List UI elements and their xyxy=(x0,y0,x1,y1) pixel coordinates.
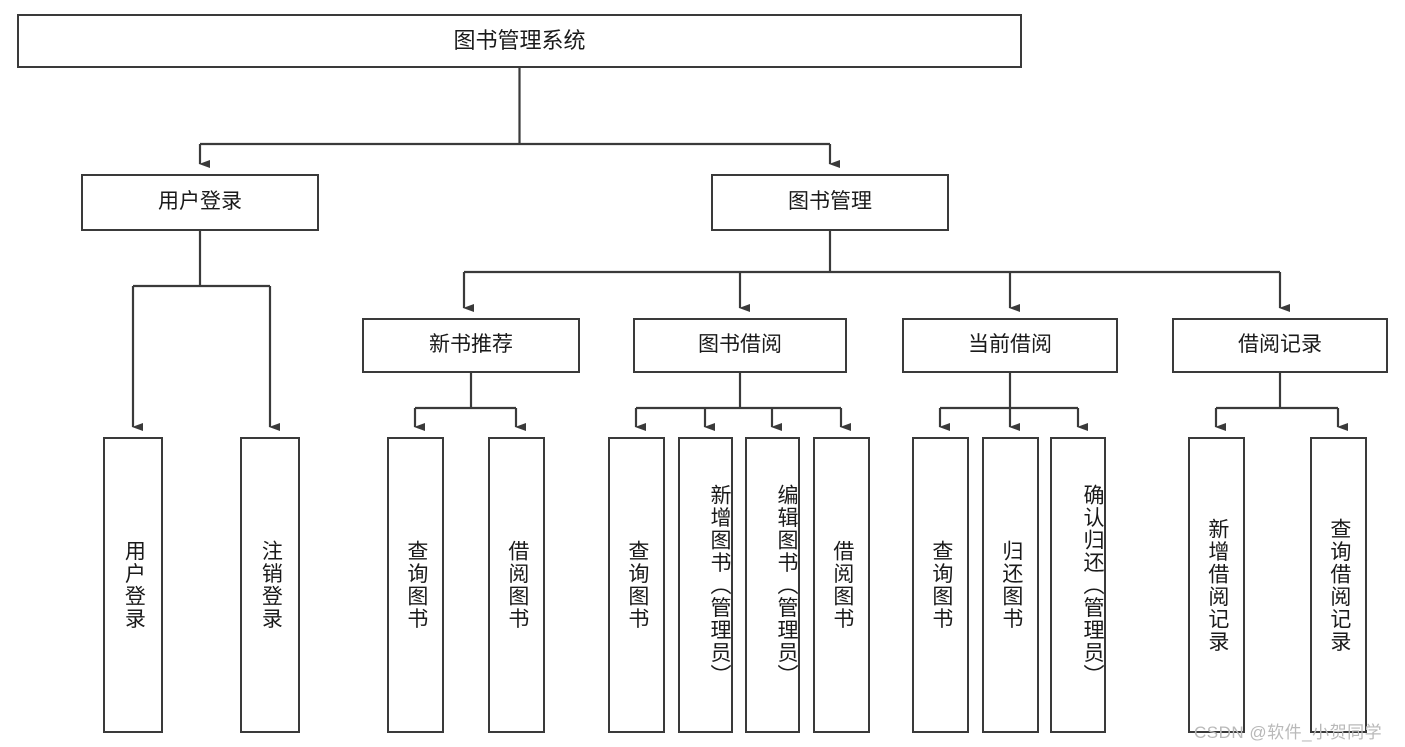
leaf-add-book-admin[interactable]: 新增图书（管理员） xyxy=(678,437,733,733)
leaf-user-login[interactable]: 用户登录 xyxy=(103,437,163,733)
leaf-query-borrow-record[interactable]: 查询借阅记录 xyxy=(1310,437,1367,733)
node-current-borrow[interactable]: 当前借阅 xyxy=(902,318,1118,373)
leaf-borrow-book[interactable]: 借阅图书 xyxy=(813,437,870,733)
node-root[interactable]: 图书管理系统 xyxy=(17,14,1022,68)
node-book-borrow[interactable]: 图书借阅 xyxy=(633,318,847,373)
leaf-logout[interactable]: 注销登录 xyxy=(240,437,300,733)
node-user-login[interactable]: 用户登录 xyxy=(81,174,319,231)
node-book-management[interactable]: 图书管理 xyxy=(711,174,949,231)
node-borrow-record[interactable]: 借阅记录 xyxy=(1172,318,1388,373)
leaf-confirm-return-admin[interactable]: 确认归还（管理员） xyxy=(1050,437,1106,733)
leaf-borrow-book-newrec[interactable]: 借阅图书 xyxy=(488,437,545,733)
leaf-add-borrow-record[interactable]: 新增借阅记录 xyxy=(1188,437,1245,733)
leaf-query-book-newrec[interactable]: 查询图书 xyxy=(387,437,444,733)
csdn-watermark: CSDN @软件_小贺同学 xyxy=(1194,723,1383,742)
leaf-query-book-current[interactable]: 查询图书 xyxy=(912,437,969,733)
leaf-edit-book-admin[interactable]: 编辑图书（管理员） xyxy=(745,437,800,733)
node-new-book-recommend[interactable]: 新书推荐 xyxy=(362,318,580,373)
leaf-query-book-borrow[interactable]: 查询图书 xyxy=(608,437,665,733)
leaf-return-book[interactable]: 归还图书 xyxy=(982,437,1039,733)
